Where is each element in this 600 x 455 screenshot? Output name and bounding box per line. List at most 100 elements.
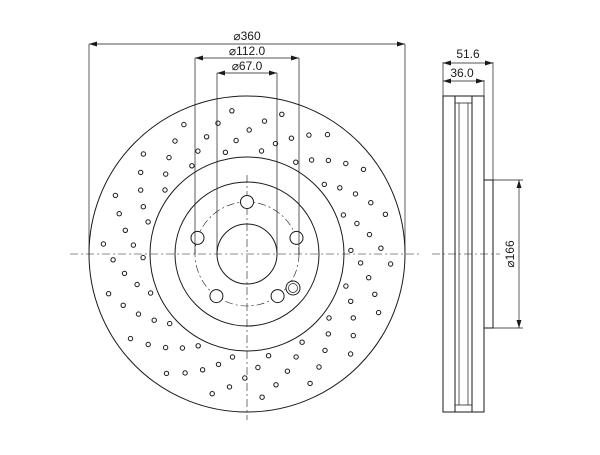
drill-hole [259,394,265,400]
drill-hole [209,391,215,397]
od-arrow-left [89,41,97,47]
drill-hole [366,275,372,281]
drill-hole [140,254,146,261]
pcd-arrow-left [195,55,203,61]
drill-hole [110,257,116,263]
drill-hole [189,163,195,169]
front-view [70,95,420,420]
drill-hole [122,227,129,234]
drill-hole [321,181,327,188]
drill-hole [378,245,384,251]
drill-hole [343,283,349,289]
drill-hole [203,134,210,140]
drill-hole [350,332,356,339]
id-arrow-top [516,180,522,188]
drill-hole [288,135,295,141]
drill-hole [354,220,360,227]
drill-hole [163,370,170,377]
drill-hole [255,364,261,371]
drill-hole [279,111,285,118]
total-height-label: 51.6 [456,47,480,61]
drill-hole [140,204,147,210]
bore-arrow-right [269,70,277,76]
drill-hole [357,260,364,266]
drill-hole [120,302,126,308]
drill-hole [140,151,147,157]
drill-hole [326,315,332,321]
drill-hole [130,242,137,248]
bolt-hole [289,230,304,245]
drill-hole [350,315,356,321]
drill-hole [121,270,128,277]
drill-hole [299,339,305,345]
drill-hole [215,120,221,126]
drill-hole [179,345,186,351]
drill-hole [116,211,122,217]
drill-hole [229,108,235,114]
cross-drilled-holes [100,108,394,400]
drill-hole [242,375,248,381]
drill-hole [151,317,157,323]
bolt-hole [270,289,285,304]
drill-hole [348,247,354,254]
locating-pin [288,283,298,293]
drill-hole [324,131,331,138]
drill-hole [293,354,299,360]
drill-hole [112,192,119,199]
outer-diameter-label: ⌀360 [233,29,261,43]
drill-hole [145,219,151,225]
drill-hole [215,361,222,368]
height-arrow-right [485,60,493,66]
drill-hole [145,341,151,348]
drill-hole [387,261,394,267]
drill-hole [226,384,233,390]
side-view [432,95,500,413]
drill-hole [229,354,236,360]
drill-hole [375,309,382,316]
drill-hole [307,380,313,387]
hat-arrow-right [476,78,484,84]
drill-hole [382,211,389,218]
drill-hole [222,149,229,156]
bolt-hole [190,230,205,245]
drill-hole [138,187,144,193]
drill-hole [347,351,354,357]
drill-hole [147,290,154,296]
drill-hole [100,241,107,247]
drill-hole [284,368,291,374]
od-arrow-right [397,41,405,47]
bolt-holes [190,195,304,304]
drill-hole [306,132,312,138]
drill-hole [195,343,201,349]
drill-hole [172,138,178,144]
drill-hole [366,231,373,238]
drill-hole [138,169,144,176]
drill-hole [261,118,268,124]
pcd-arrow-right [291,55,299,61]
drill-hole [348,298,354,304]
drill-hole [368,200,374,206]
drill-hole [372,291,378,297]
drill-hole [293,159,299,165]
front-view-dimensions: ⌀360 ⌀112.0 ⌀67.0 [88,29,406,254]
drill-hole [195,148,201,154]
bolt-circle-label: ⌀112.0 [229,44,266,58]
hat-height-label: 36.0 [450,66,474,80]
drill-hole [181,121,187,128]
bolt-hole [209,289,224,304]
locating-pin-hole [285,280,301,296]
drill-hole [325,157,332,164]
drill-hole [316,364,322,370]
drill-hole [343,160,349,167]
drill-hole [233,137,239,144]
drill-hole [105,291,112,297]
drill-hole [272,140,279,147]
drill-hole [265,353,272,359]
drill-hole [308,157,315,163]
drill-hole [360,166,367,173]
bore-arrow-left [217,70,225,76]
drill-hole [134,281,140,288]
drill-hole [162,344,169,351]
